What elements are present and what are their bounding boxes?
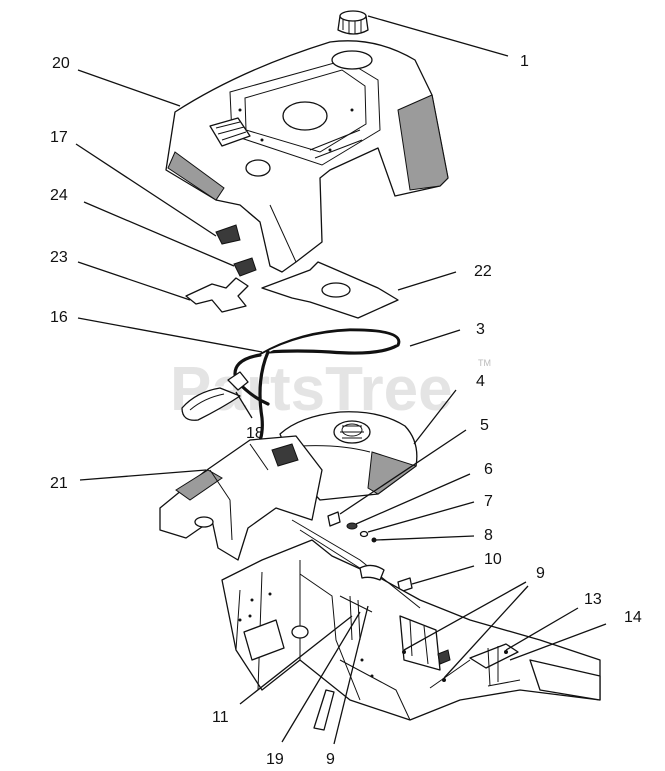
- callout-3: 3: [476, 321, 485, 338]
- leader-16: [77, 317, 263, 353]
- part-bracket: [159, 435, 323, 561]
- callout-20: 20: [52, 55, 70, 72]
- leader-10: [411, 565, 475, 585]
- leader-7: [367, 501, 475, 533]
- callout-9-lower: 9: [326, 751, 335, 768]
- leader-11: [239, 615, 353, 705]
- part-hardware: [327, 511, 413, 593]
- callout-17: 17: [50, 129, 68, 146]
- part-right-insulator: [261, 261, 399, 319]
- callout-24: 24: [50, 187, 68, 204]
- callout-18: 18: [246, 425, 264, 442]
- leader-9c: [333, 605, 369, 745]
- leader-18: [235, 391, 253, 419]
- part-pad: [233, 257, 257, 277]
- callout-4: 4: [476, 373, 485, 390]
- callout-labels: 1 20 17 24 23 22 16 3 4 18 5 21 6 7 8 10…: [50, 53, 642, 768]
- leader-4: [413, 389, 457, 445]
- leader-17: [75, 143, 217, 237]
- callout-23: 23: [50, 249, 68, 266]
- leader-9b: [443, 585, 529, 679]
- callout-10: 10: [484, 551, 502, 568]
- leader-14: [509, 623, 607, 661]
- part-hood: [165, 40, 449, 273]
- callout-19: 19: [266, 751, 284, 768]
- leader-9a: [403, 581, 527, 651]
- callout-8: 8: [484, 527, 493, 544]
- callout-14: 14: [624, 609, 642, 626]
- leader-19: [281, 611, 361, 743]
- leader-24: [83, 201, 235, 267]
- callout-16: 16: [50, 309, 68, 326]
- callout-22: 22: [474, 263, 492, 280]
- leader-1: [367, 15, 509, 57]
- callout-13: 13: [584, 591, 602, 608]
- part-chassis-frame: [221, 519, 601, 731]
- leader-8: [375, 535, 475, 541]
- callout-7: 7: [484, 493, 493, 510]
- callout-1: 1: [520, 53, 529, 70]
- leader-lines: [75, 15, 607, 745]
- callout-9-upper: 9: [536, 565, 545, 582]
- callout-5: 5: [480, 417, 489, 434]
- watermark-trademark: TM: [478, 358, 491, 368]
- leader-13: [505, 607, 579, 651]
- leader-3: [409, 329, 461, 347]
- leader-6: [355, 473, 471, 525]
- callout-21: 21: [50, 475, 68, 492]
- leader-20: [77, 69, 181, 107]
- leader-21: [79, 469, 207, 481]
- leader-23: [77, 261, 191, 301]
- leader-22: [397, 271, 457, 291]
- callout-6: 6: [484, 461, 493, 478]
- part-fuel-cap: [337, 10, 369, 35]
- part-fuel-hose: [181, 328, 401, 452]
- leader-5: [339, 429, 467, 515]
- part-left-insulator: [185, 277, 249, 313]
- callout-11: 11: [212, 709, 229, 726]
